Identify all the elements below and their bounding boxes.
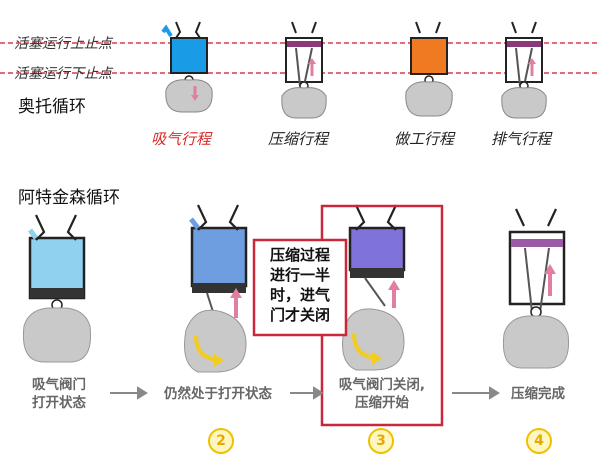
atkinson-engine-1 <box>22 214 92 363</box>
atkinson-step-3-label: 吸气阀门关闭, 压缩开始 <box>324 376 440 412</box>
atkinson-cycle-title: 阿特金森循环 <box>18 188 120 208</box>
atkinson-engine-3 <box>342 204 406 371</box>
atkinson-engine-2 <box>184 204 248 373</box>
bdc-label: 活塞运行下止点 <box>14 66 112 82</box>
atkinson-step-2-label: 仍然处于打开状态 <box>164 386 272 402</box>
callout-line-2: 进行一半 <box>269 266 330 284</box>
step-number-3: 3 <box>368 428 394 454</box>
flow-arrows <box>110 386 500 400</box>
callout-line-3: 时，进气 <box>269 286 330 304</box>
callout-box <box>252 238 348 337</box>
atkinson-step-1-label: 吸气阀门 打开状态 <box>14 376 104 412</box>
atkinson-step-3-line-2: 压缩开始 <box>355 395 409 411</box>
atkinson-engine-4 <box>502 208 570 369</box>
otto-stroke-exhaust-label: 排气行程 <box>491 130 552 148</box>
otto-stroke-compression-label: 压缩行程 <box>268 130 329 148</box>
otto-engine-exhaust <box>501 21 547 119</box>
atkinson-step-4-label: 压缩完成 <box>511 386 565 402</box>
callout-line-1: 压缩过程 <box>269 246 330 264</box>
atkinson-step-3-line-1: 吸气阀门关闭, <box>338 377 426 393</box>
step-number-2: 2 <box>208 428 234 454</box>
otto-engine-power <box>405 21 453 117</box>
atkinson-step-1-line-1: 吸气阀门 <box>32 377 86 393</box>
atkinson-step-1-line-2: 打开状态 <box>32 395 86 411</box>
otto-engine-intake <box>161 21 213 113</box>
otto-cycle-title: 奥托循环 <box>18 97 86 117</box>
callout-line-4: 门才关闭 <box>269 306 330 324</box>
callout-text: 压缩过程 进行一半 时，进气 门才关闭 <box>254 245 346 325</box>
otto-stroke-power-label: 做工行程 <box>394 130 455 148</box>
otto-stroke-intake-label: 吸气行程 <box>151 130 212 148</box>
otto-engine-compression <box>281 21 327 119</box>
step-number-4: 4 <box>526 428 552 454</box>
tdc-label: 活塞运行上止点 <box>14 36 112 52</box>
